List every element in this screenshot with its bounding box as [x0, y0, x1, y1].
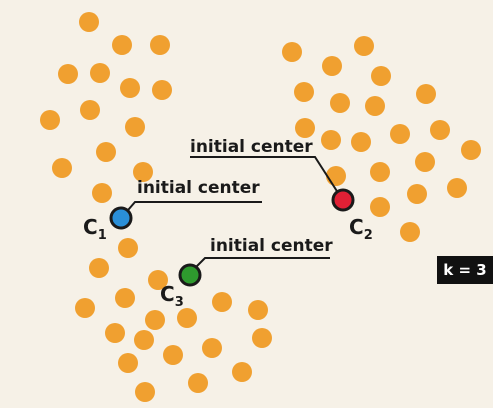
data-point: [321, 130, 341, 150]
data-point: [365, 96, 385, 116]
annotation-c2: initial center: [190, 137, 313, 157]
data-point: [322, 56, 342, 76]
data-point: [447, 178, 467, 198]
center-c3-marker: [178, 263, 202, 287]
data-point: [80, 100, 100, 120]
data-point: [115, 288, 135, 308]
data-point: [407, 184, 427, 204]
data-point: [188, 373, 208, 393]
annotation-c3: initial center: [210, 236, 333, 256]
data-point: [112, 35, 132, 55]
data-point: [89, 258, 109, 278]
leader-line-c3: [189, 257, 330, 274]
data-point: [351, 132, 371, 152]
label-c2-sub: 2: [364, 228, 373, 243]
data-point: [118, 353, 138, 373]
data-point: [232, 362, 252, 382]
data-point: [390, 124, 410, 144]
data-point: [75, 298, 95, 318]
label-c3-letter: C: [160, 282, 175, 306]
data-point: [326, 166, 346, 186]
label-c2-letter: C: [349, 215, 364, 239]
center-c1-marker: [109, 206, 133, 230]
label-c3: C3: [160, 282, 184, 310]
data-point: [295, 118, 315, 138]
data-point: [294, 82, 314, 102]
data-point: [330, 93, 350, 113]
data-point: [79, 12, 99, 32]
data-point: [150, 35, 170, 55]
data-point: [248, 300, 268, 320]
k-value-badge: k = 3: [437, 256, 493, 284]
data-point: [133, 162, 153, 182]
data-point: [282, 42, 302, 62]
data-point: [148, 270, 168, 290]
data-point: [177, 308, 197, 328]
data-point: [118, 238, 138, 258]
leader-line-c1: [121, 201, 262, 218]
data-point: [430, 120, 450, 140]
data-point: [120, 78, 140, 98]
data-point: [461, 140, 481, 160]
data-points: [40, 12, 481, 402]
annotation-c1: initial center: [137, 178, 260, 198]
label-c2: C2: [349, 215, 373, 243]
data-point: [416, 84, 436, 104]
data-point: [400, 222, 420, 242]
data-point: [354, 36, 374, 56]
data-point: [163, 345, 183, 365]
data-point: [52, 158, 72, 178]
data-point: [135, 382, 155, 402]
data-point: [152, 80, 172, 100]
data-point: [371, 66, 391, 86]
data-point: [212, 292, 232, 312]
label-c1-sub: 1: [98, 228, 107, 243]
data-point: [105, 323, 125, 343]
data-point: [125, 117, 145, 137]
data-point: [40, 110, 60, 130]
data-point: [202, 338, 222, 358]
leader-line-c2: [190, 156, 343, 200]
data-point: [252, 328, 272, 348]
data-point: [90, 63, 110, 83]
data-point: [58, 64, 78, 84]
data-point: [134, 330, 154, 350]
data-point: [145, 310, 165, 330]
data-point: [370, 162, 390, 182]
data-point: [415, 152, 435, 172]
data-point: [92, 183, 112, 203]
data-point: [96, 142, 116, 162]
data-point: [370, 197, 390, 217]
label-c3-sub: 3: [175, 295, 184, 310]
label-c1-letter: C: [83, 215, 98, 239]
label-c1: C1: [83, 215, 107, 243]
center-c2-marker: [331, 188, 355, 212]
